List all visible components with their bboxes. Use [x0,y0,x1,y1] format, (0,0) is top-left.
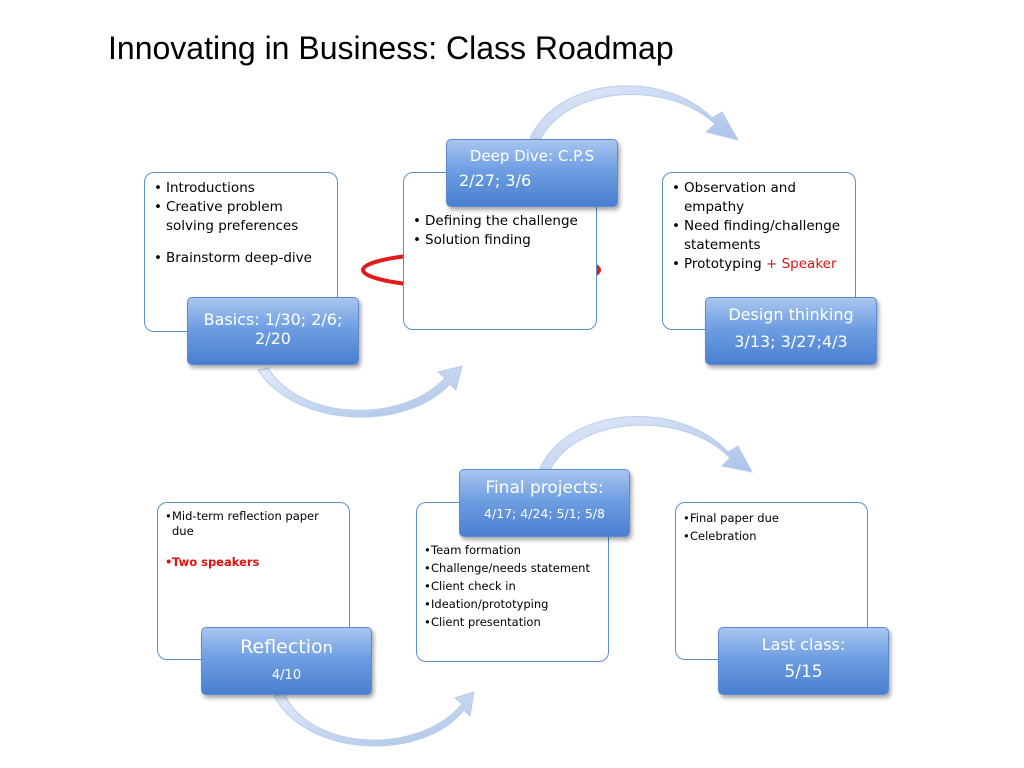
basics-label: Basics: 1/30; 2/6; 2/20 [187,297,359,365]
list-item: Two speakers [162,553,343,571]
list-item: Mid-term reflection paper due [162,509,343,539]
speaker-note: + Speaker [766,256,837,272]
list-item: Challenge/needs statement [421,559,602,577]
list-item: Client check in [421,577,602,595]
list-item: Brainstorm deep-dive [149,249,331,268]
list-item: Defining the challenge [408,212,590,231]
last-class-label: Last class: 5/15 [718,627,889,695]
list-item: Observation and empathy [667,179,849,217]
list-item: Need finding/challenge statements [667,217,849,255]
list-item: Introductions [149,179,331,198]
final-projects-label: Final projects: 4/17; 4/24; 5/1; 5/8 [459,469,630,537]
list-item: Final paper due [680,509,861,527]
list-item: Team formation [421,541,602,559]
arrow-reflection-to-final [273,691,475,747]
list-item: Celebration [680,527,861,545]
deepdive-label: Deep Dive: C.P.S 2/27; 3/6 [446,139,618,207]
arrow-deepdive-to-design [529,85,740,141]
page-title: Innovating in Business: Class Roadmap [108,30,674,66]
reflection-label: Reflection 4/10 [201,627,372,695]
arrow-final-to-lastclass [539,416,753,473]
list-item: Solution finding [408,231,590,250]
design-thinking-label: Design thinking 3/13; 3/27;4/3 [705,297,877,365]
list-item: Creative problem solving preferences [149,198,331,236]
list-item: Client presentation [421,613,602,631]
list-item: Prototyping + Speaker [667,255,849,274]
arrow-basics-to-deepdive [257,365,463,418]
list-item: Ideation/prototyping [421,595,602,613]
